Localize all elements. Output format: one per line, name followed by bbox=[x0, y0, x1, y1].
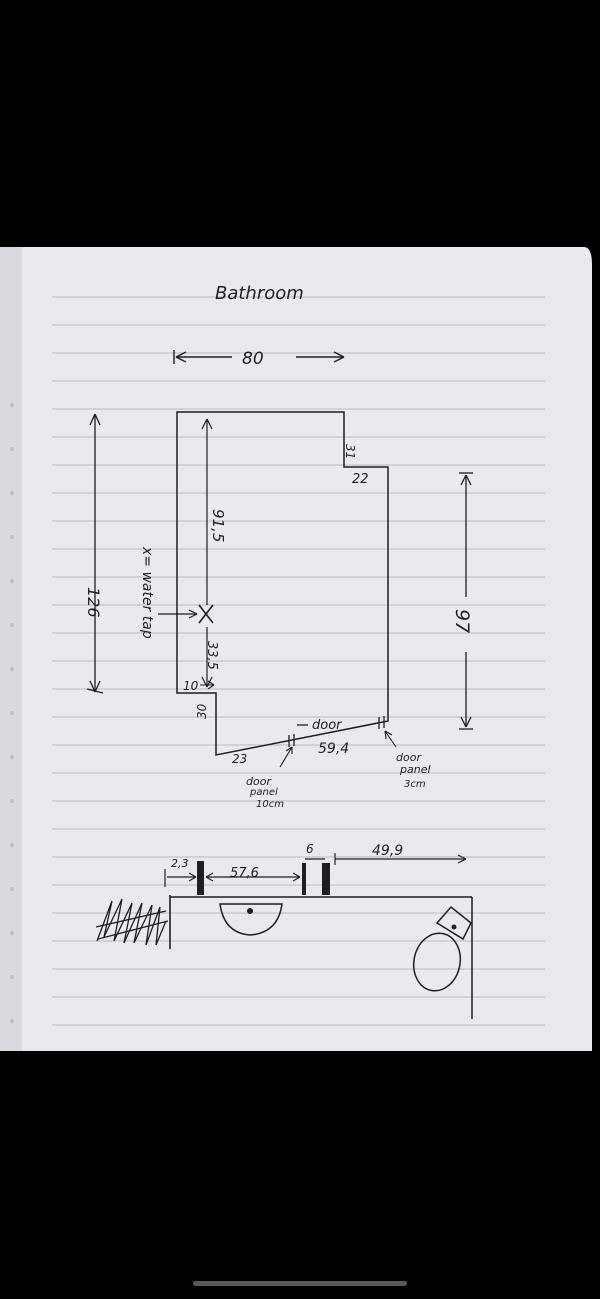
small-10-arrow bbox=[200, 680, 215, 690]
label-left-height: 126 bbox=[84, 587, 103, 618]
label-small-10: 10 bbox=[183, 679, 199, 693]
sink-basin bbox=[219, 903, 283, 936]
legend-water-tap: x= water tap bbox=[139, 546, 155, 639]
dimension-top-width bbox=[173, 350, 345, 364]
door-marks bbox=[288, 716, 385, 747]
toilet-tank bbox=[435, 905, 472, 941]
door-panel-right-line1: door bbox=[396, 751, 422, 764]
door-panel-right-line2: panel bbox=[399, 763, 431, 776]
door-panel-right-arrow bbox=[384, 730, 397, 748]
label-step-width: 22 bbox=[352, 472, 369, 487]
water-tap-marker bbox=[198, 604, 214, 624]
label-top-width: 80 bbox=[242, 349, 264, 369]
dimension-right-height bbox=[459, 472, 473, 730]
binding-shadow bbox=[0, 247, 22, 1051]
label-toilet-span: 49,9 bbox=[372, 843, 403, 859]
label-step-height: 31 bbox=[343, 444, 357, 459]
elevation-dimension-lines bbox=[164, 853, 467, 887]
floor-plan-outline bbox=[176, 411, 389, 756]
ruled-lines bbox=[52, 296, 545, 1026]
door-panel-left-line1: door bbox=[246, 775, 272, 788]
notebook-page: Bathroom 80 126 bbox=[0, 247, 600, 1051]
home-indicator bbox=[193, 1281, 407, 1286]
binding-holes bbox=[10, 403, 14, 1023]
label-door-width: 59,4 bbox=[318, 741, 349, 757]
label-door: door bbox=[312, 718, 343, 733]
paper-sheet bbox=[0, 247, 592, 1051]
shower-hatching bbox=[95, 898, 169, 946]
door-panel-right-line3: 3cm bbox=[404, 779, 426, 790]
door-panel-left-arrow bbox=[279, 746, 293, 768]
label-wall-23: 23 bbox=[232, 752, 247, 766]
dimension-left-height bbox=[86, 413, 104, 694]
tap-pointer-arrow bbox=[158, 609, 198, 619]
toilet-bowl bbox=[412, 932, 462, 992]
sink-drain bbox=[247, 908, 253, 914]
page-title: Bathroom bbox=[215, 283, 304, 304]
label-right-height: 97 bbox=[451, 609, 473, 633]
label-panel-small: 6 bbox=[306, 842, 314, 856]
label-sink-span: 57,6 bbox=[230, 866, 259, 881]
door-panel-left-line2: panel bbox=[249, 787, 278, 798]
bathroom-sketch: Bathroom 80 126 bbox=[0, 247, 592, 1051]
label-tap-offset: 33,5 bbox=[204, 641, 219, 670]
label-gap-left: 2,3 bbox=[171, 857, 189, 870]
elevation-door-panels bbox=[197, 861, 330, 895]
toilet-flush bbox=[451, 924, 457, 930]
label-wall-30: 30 bbox=[195, 703, 209, 719]
label-tap-span: 91,5 bbox=[209, 509, 227, 542]
door-panel-left-line3: 10cm bbox=[256, 799, 284, 810]
